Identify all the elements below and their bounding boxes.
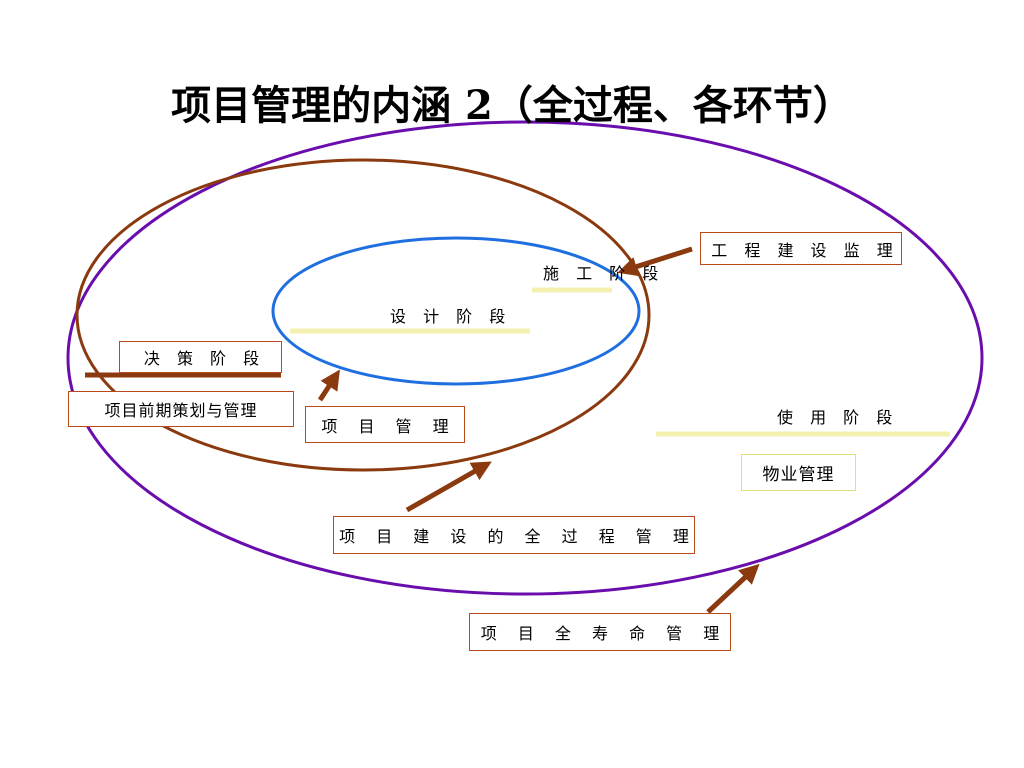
design-stage-label: 设 计 阶 段 (390, 307, 512, 326)
use-stage-label: 使 用 阶 段 (777, 408, 899, 427)
arrow-to-middle-ellipse (405, 461, 492, 513)
arrow-to-outer-ellipse (706, 563, 760, 614)
inner-design-ellipse (271, 236, 641, 386)
arrow-to-design-ellipse (317, 369, 340, 402)
middle-project-process-ellipse (75, 158, 651, 472)
construction-stage-label: 施 工 阶 段 (543, 264, 665, 283)
decision-stage-box: 决 策 阶 段 (119, 341, 282, 373)
project-management-box: 项 目 管 理 (305, 406, 465, 443)
life-cycle-management-box: 项 目 全 寿 命 管 理 (469, 613, 731, 651)
page-title: 项目管理的内涵 2（全过程、各环节） (171, 82, 853, 129)
arrow-to-construction (617, 246, 693, 277)
early-planning-box: 项目前期策划与管理 (68, 391, 294, 427)
property-management-box: 物业管理 (741, 454, 856, 491)
engineering-supervision-box: 工 程 建 设 监 理 (700, 232, 902, 265)
whole-process-management-box: 项 目 建 设 的 全 过 程 管 理 (333, 516, 695, 554)
outer-life-cycle-ellipse (66, 120, 984, 596)
